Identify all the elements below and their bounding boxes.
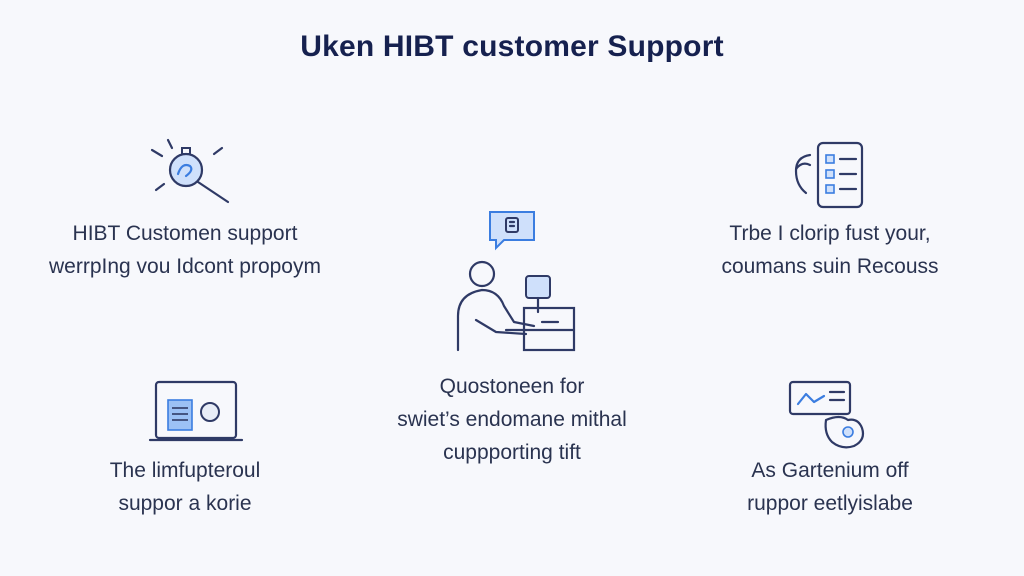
- support-agent-desk-icon: [456, 260, 576, 352]
- feature-caption-2: Trbe I clorip fust your, coumans suin Re…: [721, 222, 939, 278]
- hand-card-icon: [788, 380, 865, 449]
- chat-bubble-icon: [489, 211, 535, 251]
- feature-caption-4: The limfupteroul suppor a korie: [109, 459, 261, 515]
- laptop-icon: [148, 380, 244, 442]
- feature-caption-1: HIBT Customen support werrpIng vou Idcon…: [49, 222, 321, 278]
- page-title: Uken HIBT customer Support: [300, 30, 724, 63]
- feature-caption-3: Quostoneen for swiet’s endomane mithal c…: [397, 375, 627, 464]
- feature-caption-5: As Gartenium off ruppor eetlyislabe: [747, 459, 913, 515]
- checklist-document-icon: [794, 141, 864, 209]
- magnifier-icon: [150, 138, 230, 204]
